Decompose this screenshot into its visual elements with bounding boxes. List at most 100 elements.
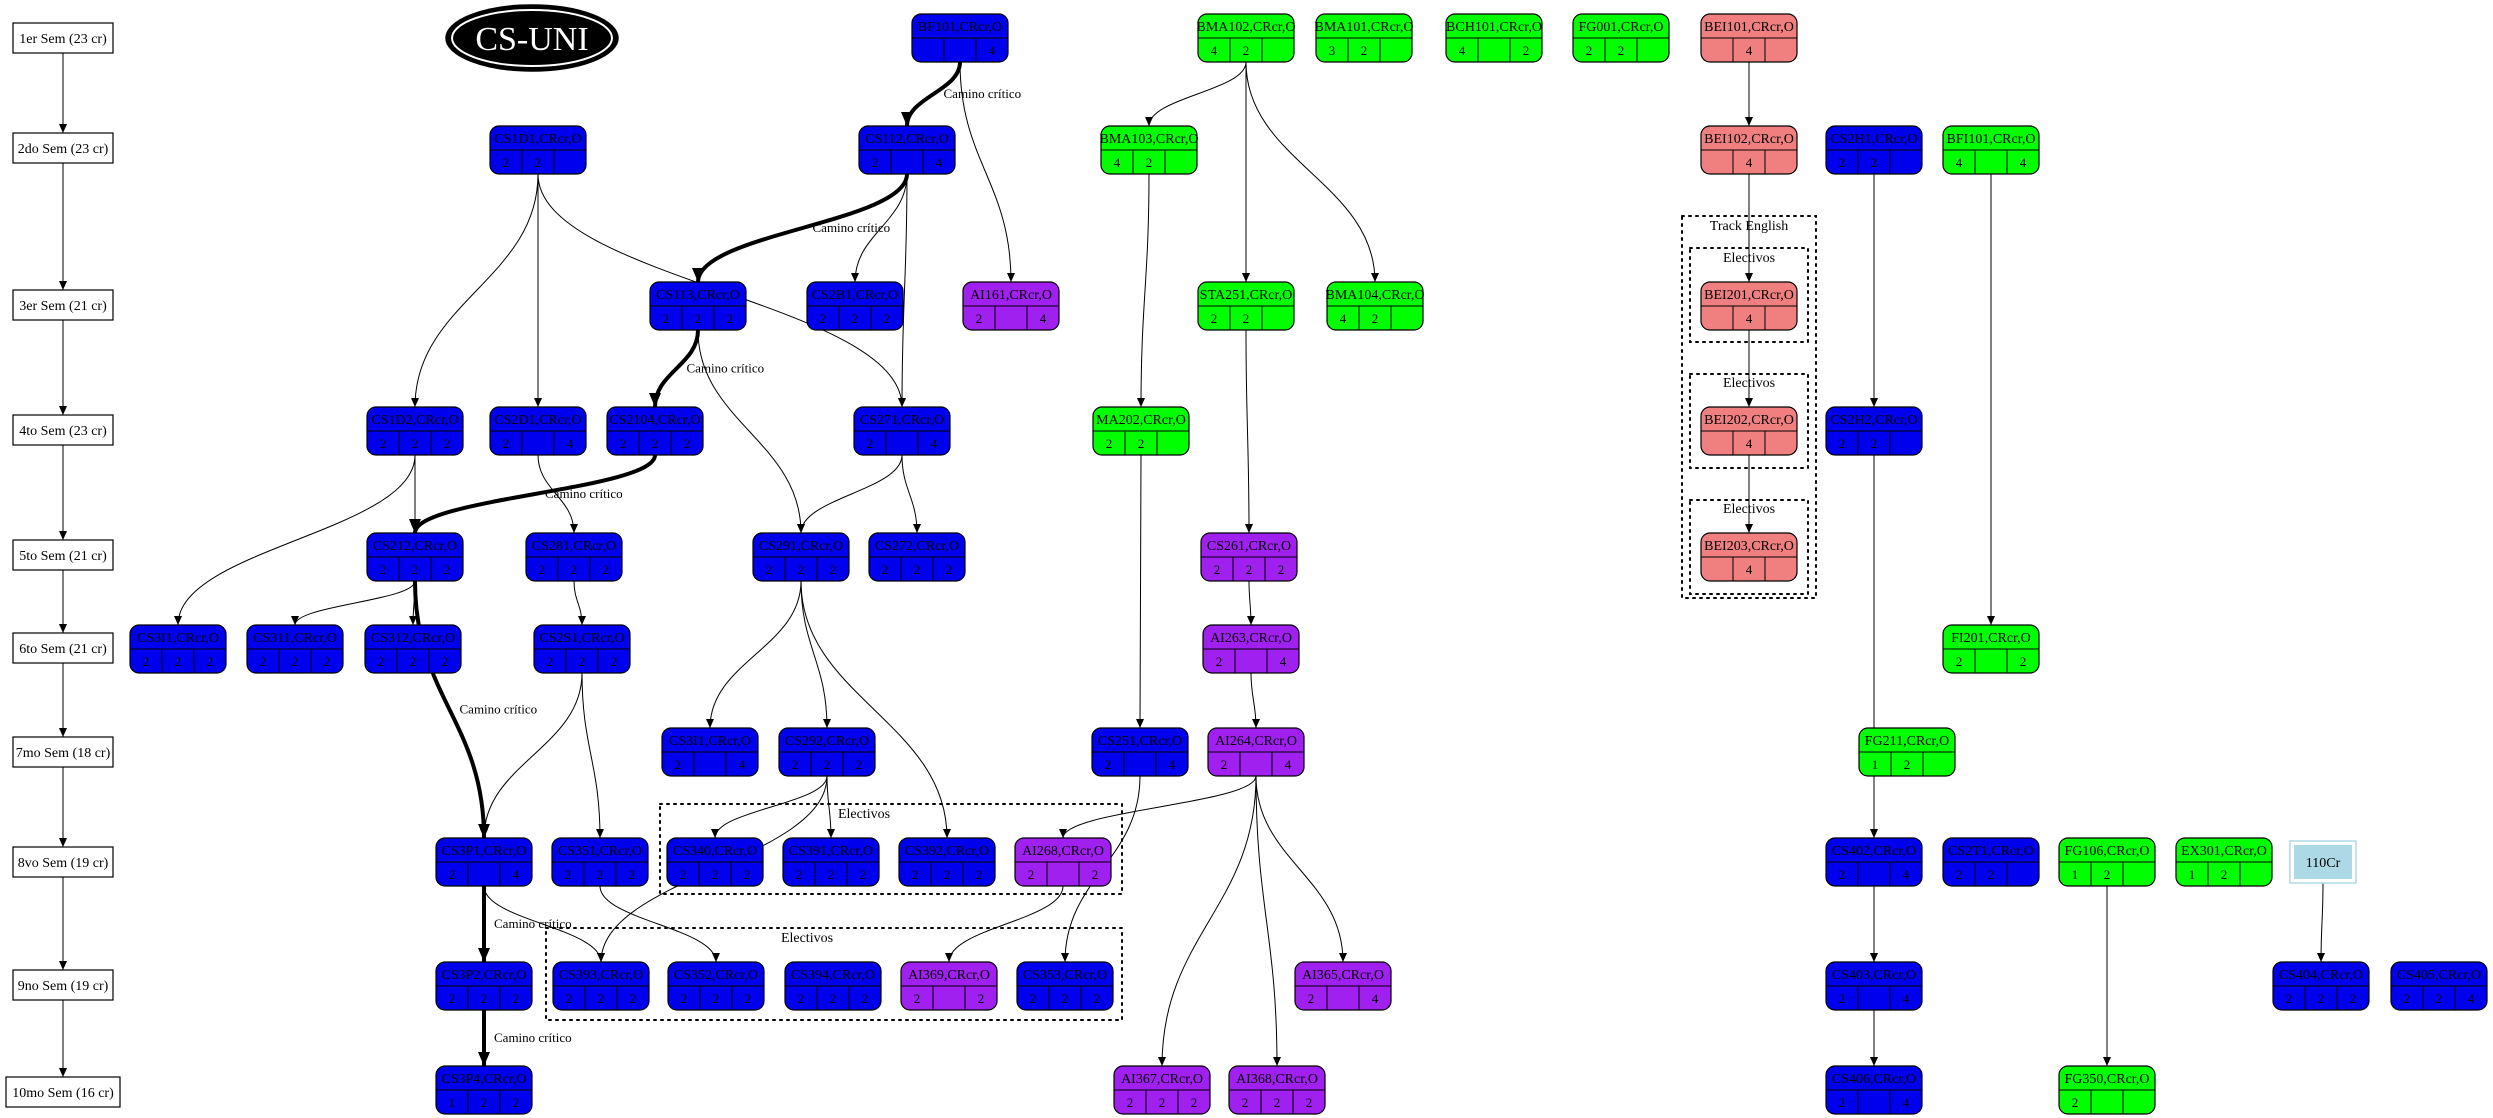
course-node-bei201[interactable]: BEI201,CRcr,O4 xyxy=(1700,281,1798,331)
node-cell: 1 xyxy=(2189,867,2196,882)
node-cell: 2 xyxy=(1871,436,1878,451)
prerequisite-edge xyxy=(945,885,1064,963)
critical-label: Camino crítico xyxy=(687,361,765,376)
node-cell: 4 xyxy=(1956,155,1963,170)
node-cell: 2 xyxy=(2020,654,2027,669)
course-node-bf101[interactable]: BF101,CRcr,O4 xyxy=(911,13,1009,63)
node-label: CS261,CRcr,O xyxy=(1207,539,1291,554)
course-node-fg350[interactable]: FG350,CRcr,O2 xyxy=(2058,1065,2156,1115)
node-cell: 4 xyxy=(989,43,996,58)
node-cell: 2 xyxy=(1904,757,1911,772)
node-cell: 2 xyxy=(1242,1095,1249,1110)
course-node-bei101[interactable]: BEI101,CRcr,O4 xyxy=(1700,13,1798,63)
course-node-bei102[interactable]: BEI102,CRcr,O4 xyxy=(1700,125,1798,175)
node-label: AI368,CRcr,O xyxy=(1236,1072,1318,1087)
node-label: CS1D1,CRcr,O xyxy=(494,132,581,147)
node-cell: 2 xyxy=(1146,155,1153,170)
node-cell: 2 xyxy=(571,562,578,577)
node-cell: 2 xyxy=(442,654,449,669)
course-node-bei202[interactable]: BEI202,CRcr,O4 xyxy=(1700,406,1798,456)
node-label: CS1D2,CRcr,O xyxy=(371,413,458,428)
semester-label: 2do Sem (23 cr) xyxy=(18,142,109,157)
course-node-bei203[interactable]: BEI203,CRcr,O4 xyxy=(1700,532,1798,582)
node-cell: 2 xyxy=(2436,991,2443,1006)
critical-label: Camino crítico xyxy=(944,86,1022,101)
credits-fill xyxy=(2294,845,2352,879)
prerequisite-edge xyxy=(851,173,908,283)
node-cell: 2 xyxy=(976,867,983,882)
prerequisite-edge xyxy=(573,580,586,626)
node-cell: 2 xyxy=(2286,991,2293,1006)
node-cell: 2 xyxy=(798,562,805,577)
node-cell: 2 xyxy=(481,991,488,1006)
node-cell: 2 xyxy=(620,436,627,451)
node-cell: 2 xyxy=(1221,757,1228,772)
critical-label: Camino crítico xyxy=(494,916,572,931)
node-cell: 2 xyxy=(872,155,879,170)
semester-box xyxy=(12,132,114,164)
node-cell: 2 xyxy=(796,867,803,882)
node-label: AI264,CRcr,O xyxy=(1215,734,1297,749)
